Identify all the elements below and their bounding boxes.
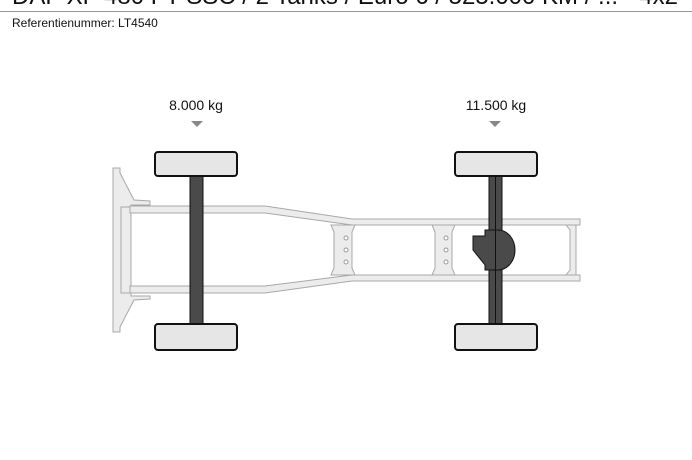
drive-config: 4x2 [639, 0, 678, 11]
listing-title: DAF XF 480 FT SSC / 2 Tanks / Euro 6 / 5… [12, 0, 618, 11]
front-axle-load: 8.000 kg [169, 97, 223, 113]
rear-axle-load: 11.500 kg [465, 97, 527, 113]
rear-left-tire [454, 151, 538, 177]
rear-load-arrow-icon [489, 121, 501, 127]
frame [112, 167, 581, 333]
frame-rail-bottom [129, 274, 581, 294]
frame-rail-top [129, 205, 581, 226]
cross-member [330, 224, 356, 276]
reference-number: Referentienummer: LT4540 [12, 16, 158, 30]
rear-right-tire [454, 323, 538, 351]
front-load-arrow-icon [191, 121, 203, 127]
differential [472, 229, 516, 271]
front-left-tire [154, 151, 238, 177]
front-right-tire [154, 323, 238, 351]
divider [0, 11, 692, 12]
front-axle [189, 174, 204, 326]
cross-member [564, 224, 577, 276]
